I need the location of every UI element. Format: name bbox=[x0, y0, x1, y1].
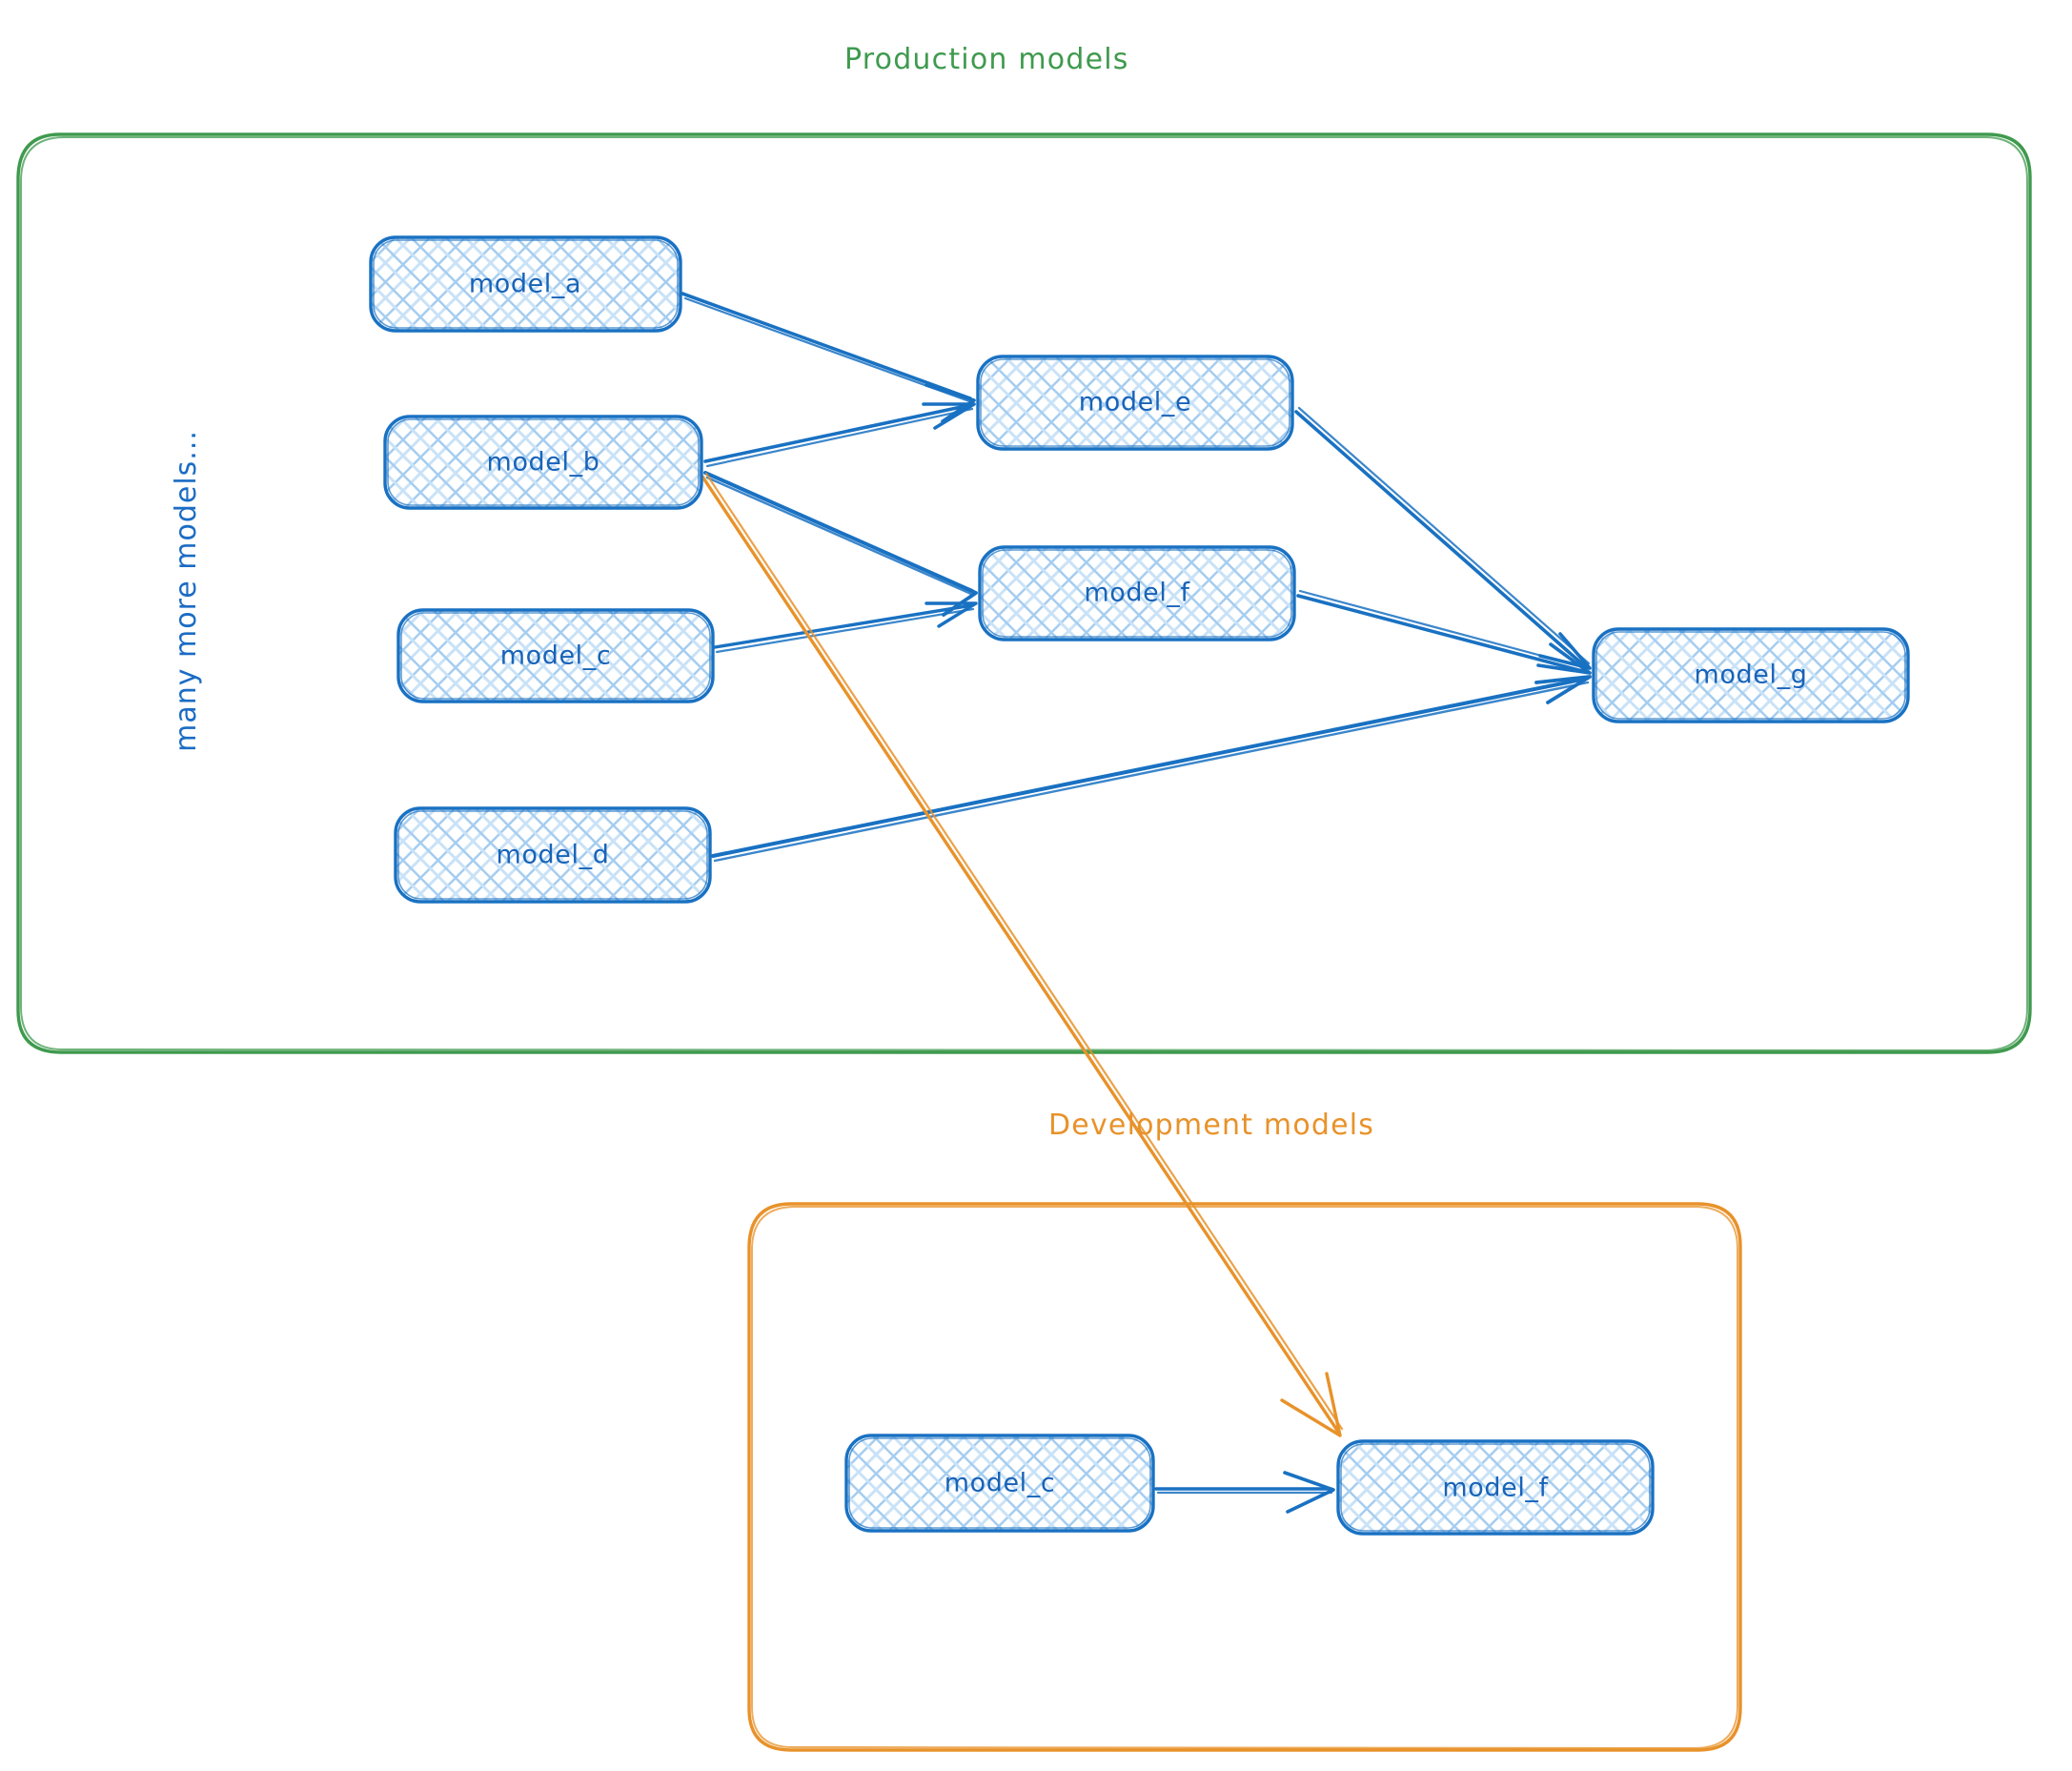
nodes-layer bbox=[369, 235, 1910, 1536]
node-prod-model-a[interactable] bbox=[369, 235, 682, 333]
development-group-title: Development models bbox=[1048, 1109, 1375, 1142]
node-prod-model-g[interactable] bbox=[1592, 627, 1910, 723]
node-dev-model-c[interactable] bbox=[844, 1434, 1155, 1533]
edge-a-to-e bbox=[681, 292, 976, 423]
edge-b-to-e bbox=[703, 402, 976, 468]
node-dev-model-f[interactable] bbox=[1336, 1439, 1655, 1536]
edge-b-to-dev-model-f bbox=[701, 472, 1344, 1437]
edges-layer bbox=[681, 292, 1592, 1514]
group-container-development bbox=[747, 1202, 1742, 1752]
node-prod-model-e[interactable] bbox=[976, 355, 1294, 451]
group-container-production bbox=[16, 132, 2032, 1054]
edge-f-to-g bbox=[1296, 589, 1592, 675]
edge-dev-c-to-dev-f bbox=[1154, 1471, 1335, 1514]
edge-d-to-g bbox=[711, 675, 1592, 863]
edge-b-to-f bbox=[703, 471, 978, 617]
node-prod-model-b[interactable] bbox=[383, 415, 703, 510]
node-prod-model-f[interactable] bbox=[978, 545, 1296, 641]
many-more-models-note: many more models... bbox=[170, 430, 203, 752]
production-group-title: Production models bbox=[844, 43, 1129, 76]
node-prod-model-c[interactable] bbox=[396, 608, 715, 703]
node-prod-model-d[interactable] bbox=[394, 806, 712, 904]
edge-c-to-f bbox=[713, 601, 978, 654]
